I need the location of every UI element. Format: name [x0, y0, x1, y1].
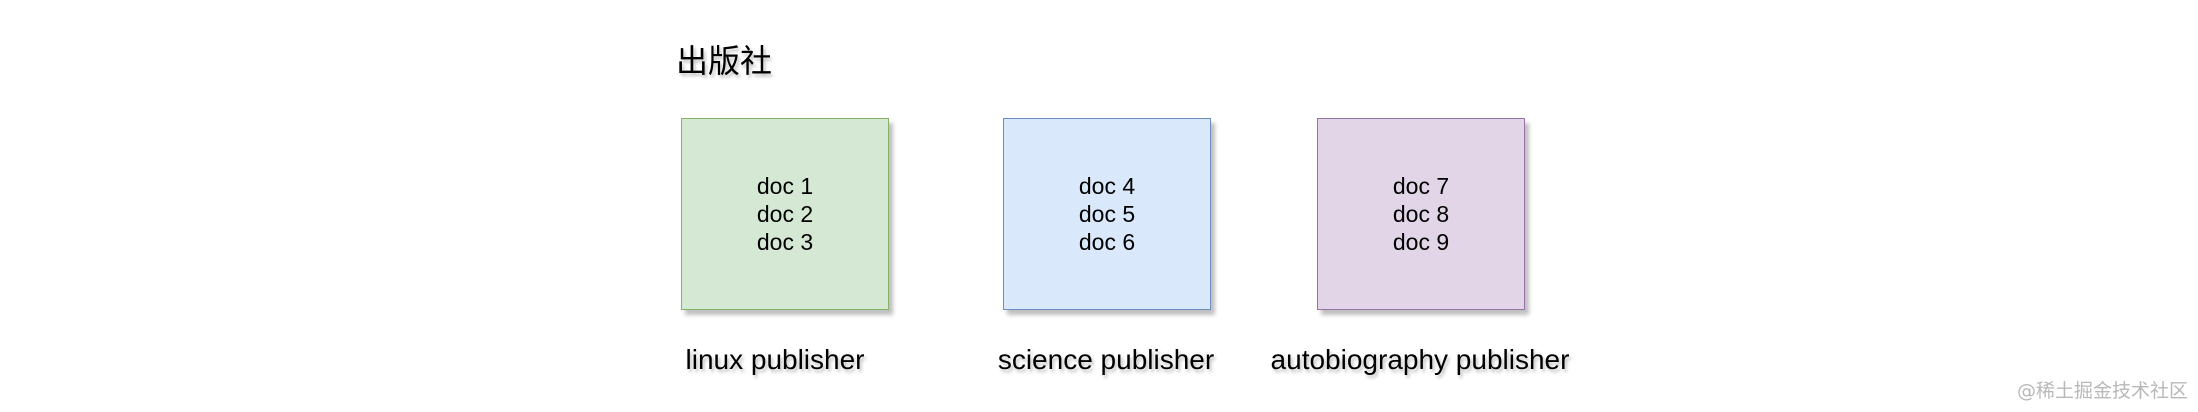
doc-item: doc 9 [1392, 229, 1450, 255]
doc-item: doc 6 [1078, 229, 1136, 255]
doc-item: doc 8 [1392, 201, 1450, 227]
publisher-label-autobiography: autobiography publisher [1270, 344, 1570, 375]
doc-item: doc 5 [1078, 201, 1136, 227]
doc-item: doc 7 [1392, 173, 1450, 199]
publisher-label-science: science publisher [997, 344, 1215, 375]
doc-item: doc 3 [756, 229, 814, 255]
publisher-box-linux: doc 1 doc 2 doc 3 [681, 118, 889, 310]
watermark: @稀土掘金技术社区 [2016, 380, 2188, 402]
diagram-title: 出版社 [676, 42, 773, 80]
doc-item: doc 2 [756, 201, 814, 227]
publisher-label-linux: linux publisher [685, 344, 865, 375]
doc-item: doc 4 [1078, 173, 1136, 199]
doc-item: doc 1 [756, 173, 814, 199]
publisher-box-autobiography: doc 7 doc 8 doc 9 [1317, 118, 1525, 310]
publisher-box-science: doc 4 doc 5 doc 6 [1003, 118, 1211, 310]
